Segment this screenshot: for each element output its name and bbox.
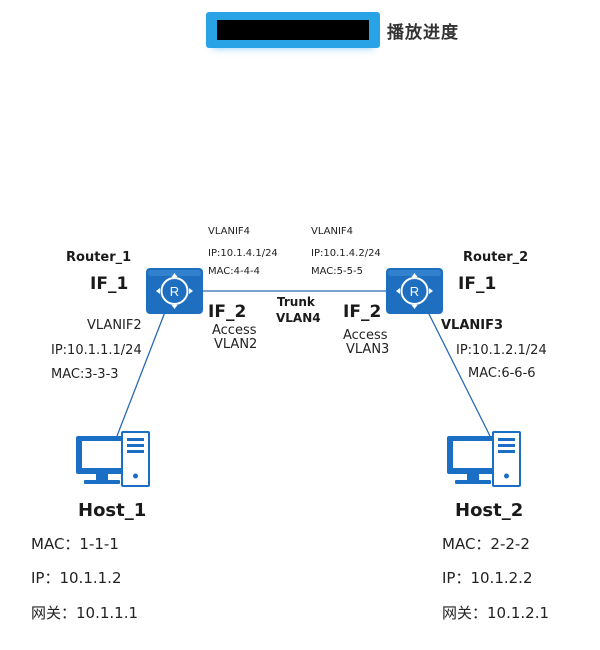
router-2-vlanif4-name: VLANIF4 — [311, 226, 354, 237]
router-2-vlanif3-mac: MAC:6-6-6 — [468, 366, 536, 381]
svg-text:R: R — [410, 284, 419, 299]
router-1-if2-vlan: VLAN2 — [214, 337, 258, 352]
router-2-if1-label: IF_1 — [458, 274, 497, 294]
router-1-vlanif4-mac: MAC:4-4-4 — [208, 266, 260, 277]
router-2-if2-label: IF_2 — [343, 302, 382, 322]
host-1-name: Host_1 — [78, 500, 147, 521]
svg-text:R: R — [170, 284, 179, 299]
host-2-gateway: 网关：10.1.2.1 — [442, 604, 550, 622]
host-2-mac: MAC：2-2-2 — [442, 535, 530, 553]
router-1-vlanif4-ip: IP:10.1.4.1/24 — [208, 248, 278, 259]
router-2-vlanif4-ip: IP:10.1.4.2/24 — [311, 248, 381, 259]
progress-fill — [217, 20, 369, 40]
router-2-icon: R — [386, 268, 443, 314]
trunk-label: Trunk — [277, 295, 315, 309]
router-2-vlanif4-mac: MAC:5-5-5 — [311, 266, 363, 277]
router-2-if2-vlan: VLAN3 — [346, 342, 390, 357]
host-1-ip: IP：10.1.1.2 — [31, 569, 122, 587]
router-1-vlanif2-ip: IP:10.1.1.1/24 — [51, 343, 142, 358]
router-1-icon: R — [146, 268, 203, 314]
host-1-gateway: 网关：10.1.1.1 — [31, 604, 139, 622]
router-1-if2-mode: Access — [212, 323, 257, 338]
router-2-vlanif3-name: VLANIF3 — [441, 318, 504, 333]
link-router2-host2 — [427, 311, 491, 437]
link-router1-host1 — [116, 311, 166, 437]
router-1-if2-label: IF_2 — [208, 302, 247, 322]
router-1-vlanif4-name: VLANIF4 — [208, 226, 251, 237]
router-2-if2-mode: Access — [343, 328, 388, 343]
progress-label: 播放进度 — [387, 23, 459, 43]
router-2-vlanif3-ip: IP:10.1.2.1/24 — [456, 343, 547, 358]
host-1-computer-icon — [76, 431, 150, 487]
host-2-name: Host_2 — [455, 500, 524, 521]
router-1-name: Router_1 — [66, 250, 132, 265]
router-1-if1-label: IF_1 — [90, 274, 129, 294]
router-2-name: Router_2 — [463, 250, 529, 265]
playback-progress-bar[interactable] — [206, 12, 380, 52]
router-1-vlanif2-name: VLANIF2 — [87, 318, 142, 333]
host-2-ip: IP：10.1.2.2 — [442, 569, 533, 587]
trunk-vlan-label: VLAN4 — [276, 311, 321, 325]
router-1-vlanif2-mac: MAC:3-3-3 — [51, 367, 119, 382]
host-1-mac: MAC：1-1-1 — [31, 535, 119, 553]
host-2-computer-icon — [447, 431, 521, 487]
